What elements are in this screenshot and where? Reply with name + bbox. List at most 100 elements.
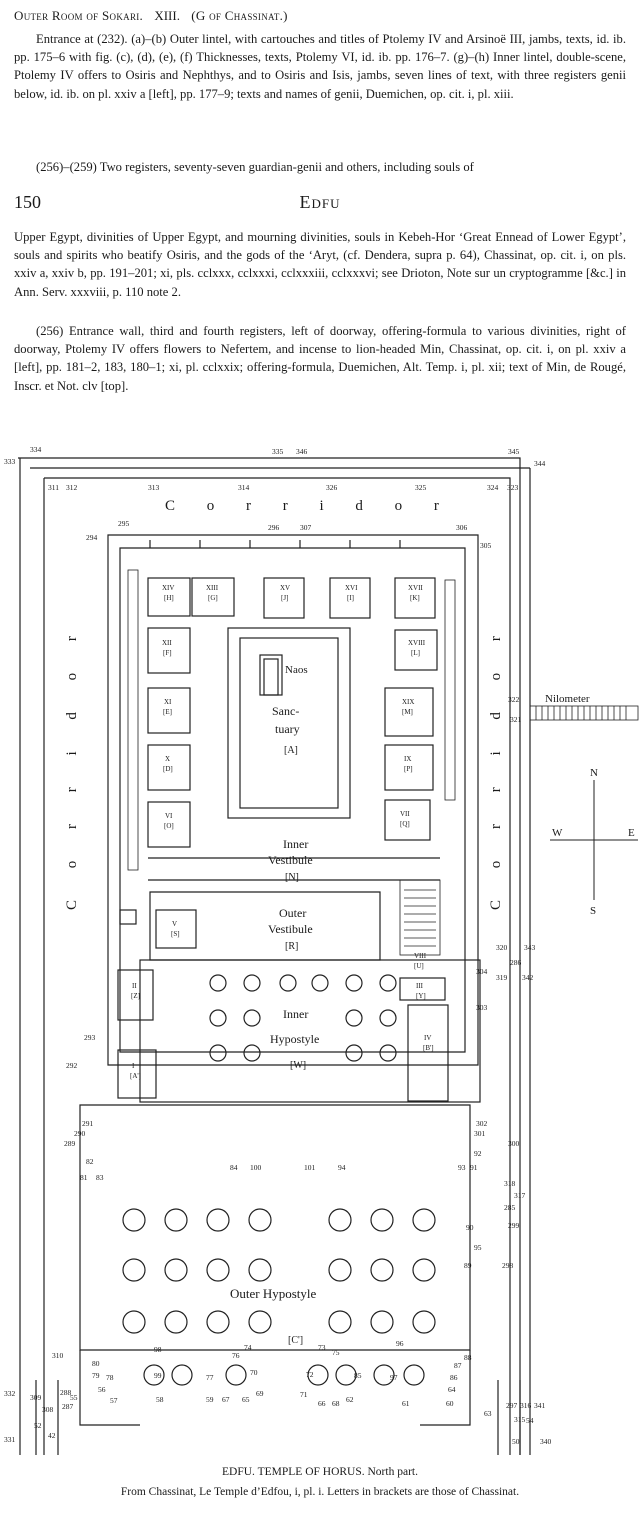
room-vii-outline <box>384 799 431 841</box>
ref-number: 63 <box>484 1409 492 1418</box>
room-roman: XVII <box>408 584 423 592</box>
ref-number: 100 <box>250 1163 262 1172</box>
ref-number: 345 <box>508 447 520 456</box>
label-outer-hypostyle: Outer Hypostyle <box>230 1286 317 1301</box>
ref-number: 311 <box>48 483 59 492</box>
label-outer-hypostyle-letter: [C'] <box>288 1335 303 1346</box>
room-roman: XVIII <box>408 639 426 647</box>
ref-number: 312 <box>66 483 78 492</box>
ref-number: 341 <box>534 1401 546 1410</box>
ref-number: 292 <box>66 1061 78 1070</box>
ref-number: 55 <box>70 1393 78 1402</box>
ref-number: 68 <box>332 1399 340 1408</box>
room-letter: [L] <box>411 649 420 657</box>
label-inner-vestibule-1: Inner <box>283 837 308 851</box>
ref-number: 42 <box>48 1431 56 1440</box>
ref-number: 296 <box>268 523 280 532</box>
ref-number: 333 <box>4 457 16 466</box>
ref-number: 76 <box>232 1351 240 1360</box>
room-letter: [B'] <box>423 1044 434 1052</box>
ref-number: 305 <box>480 541 492 550</box>
room-letter: [M] <box>402 708 413 716</box>
ref-number: 92 <box>474 1149 482 1158</box>
room-roman: III <box>416 982 424 990</box>
room-letter: [S] <box>171 930 180 938</box>
staircase <box>399 879 441 956</box>
page-number: 150 <box>14 192 41 212</box>
room-roman: XI <box>164 698 172 706</box>
ref-number: 293 <box>84 1033 96 1042</box>
room-roman: V <box>172 920 177 928</box>
ref-number: 50 <box>512 1437 520 1446</box>
ref-number: 70 <box>250 1368 258 1377</box>
ref-number: 91 <box>470 1163 478 1172</box>
ref-number: 309 <box>30 1393 42 1402</box>
label-sanctuary-2: tuary <box>275 722 300 736</box>
paragraph-1: Entrance at (232). (a)–(b) Outer lintel,… <box>14 32 626 101</box>
ref-number: 298 <box>502 1261 514 1270</box>
room-letter: [P] <box>404 765 413 773</box>
ref-number: 59 <box>206 1395 214 1404</box>
room-label: Outer Room of Sokari. <box>14 8 144 23</box>
label-outer-vestibule-2: Vestibule <box>268 922 313 936</box>
ref-number: 96 <box>396 1339 404 1348</box>
label-inner-vestibule-2: Vestibule <box>268 853 313 867</box>
room-iv-outline <box>407 1004 449 1102</box>
ref-number: 67 <box>222 1395 230 1404</box>
ref-number: 90 <box>466 1223 474 1232</box>
compass-south: S <box>590 905 596 917</box>
ref-number: 297 <box>506 1401 518 1410</box>
ref-number: 286 <box>510 958 522 967</box>
ref-number: 71 <box>300 1390 308 1399</box>
ref-number: 301 <box>474 1129 486 1138</box>
paragraph-3: Upper Egypt, divinities of Upper Egypt, … <box>14 230 626 299</box>
room-letter: [E] <box>163 708 172 716</box>
nilometer-drawing <box>529 705 639 721</box>
room-roman: I <box>132 1062 135 1070</box>
room-roman: XIX <box>402 698 414 706</box>
ref-number: 77 <box>206 1373 214 1382</box>
ref-number: 88 <box>464 1353 472 1362</box>
room-roman: IX <box>404 755 411 763</box>
ref-number: 99 <box>154 1371 162 1380</box>
label-outer-vestibule-1: Outer <box>279 906 306 920</box>
label-inner-hypostyle-2: Hypostyle <box>270 1032 319 1046</box>
ref-number: 285 <box>504 1203 516 1212</box>
label-outer-vestibule-letter: [R] <box>285 941 298 952</box>
ref-number: 289 <box>64 1139 76 1148</box>
ref-number: 310 <box>52 1351 64 1360</box>
ref-number: 85 <box>354 1371 362 1380</box>
running-title: Edfu <box>299 192 341 212</box>
inner-hypostyle-outline <box>139 959 481 1103</box>
label-corridor-left: C o r r i d o r <box>64 622 80 910</box>
ref-number: 303 <box>476 1003 488 1012</box>
ref-number: 334 <box>30 445 42 454</box>
room-roman: XIII <box>206 584 219 592</box>
room-letter: [F] <box>163 649 172 657</box>
ref-number: 321 <box>510 715 522 724</box>
ref-number: 319 <box>496 973 508 982</box>
ref-number: 304 <box>476 967 488 976</box>
label-inner-hypostyle-1: Inner <box>283 1007 308 1021</box>
outer-vestibule-outline <box>149 891 381 961</box>
hatched-wall-left <box>127 569 139 871</box>
ref-number: 324 <box>487 483 499 492</box>
room-letter: [Y] <box>416 992 426 1000</box>
room-number: XIII. <box>154 8 180 23</box>
room-letter: [O] <box>164 822 174 830</box>
room-roman: IV <box>424 1034 431 1042</box>
room-letter: [Z] <box>131 992 140 1000</box>
ref-number: 62 <box>346 1395 354 1404</box>
temple-plan: C o r r i d o r C o r r i d o r C o r r … <box>0 440 640 1460</box>
ref-number: 65 <box>242 1395 250 1404</box>
ref-number: 94 <box>338 1163 346 1172</box>
room-xix-outline <box>384 687 434 737</box>
room-xiv-outline <box>147 577 191 617</box>
ref-number: 318 <box>504 1179 516 1188</box>
ref-number: 342 <box>522 973 534 982</box>
ref-number: 80 <box>92 1359 100 1368</box>
room-letter: [K] <box>410 594 420 602</box>
ref-number: 66 <box>318 1399 326 1408</box>
room-letter: [I] <box>347 594 354 602</box>
ref-number: 58 <box>156 1395 164 1404</box>
